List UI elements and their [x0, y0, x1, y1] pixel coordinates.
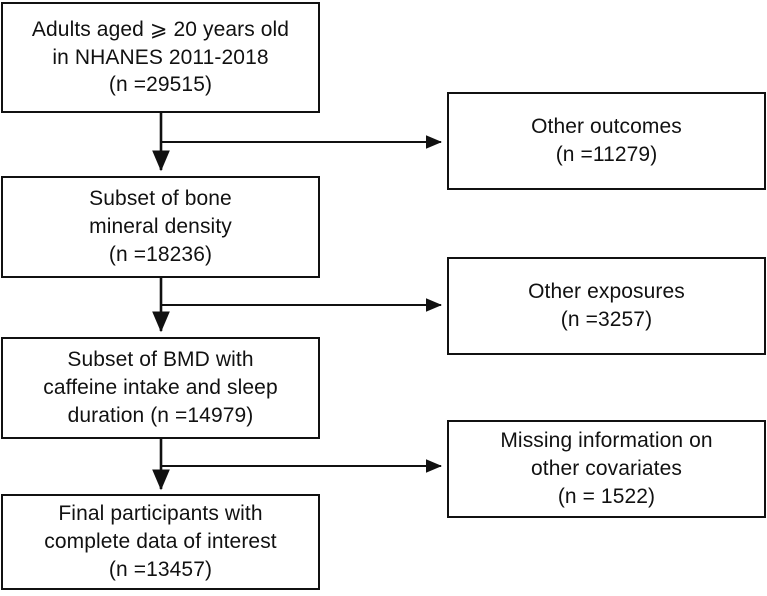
node-subset-bone-mineral-density: Subset of bone mineral density (n =18236… — [1, 176, 320, 278]
node-subset-bmd-caffeine-sleep: Subset of BMD with caffeine intake and s… — [1, 337, 320, 439]
node-label: Other exposures (n =3257) — [528, 280, 685, 331]
node-label: Subset of BMD with caffeine intake and s… — [43, 348, 278, 427]
node-missing-information-covariates: Missing information on other covariates … — [447, 420, 766, 518]
node-label: Adults aged ⩾ 20 years old in NHANES 201… — [31, 17, 290, 97]
node-adults-aged-20-nhanes: Adults aged ⩾ 20 years old in NHANES 201… — [1, 2, 320, 113]
node-label: Subset of bone mineral density (n =18236… — [89, 187, 232, 266]
node-label: Final participants with complete data of… — [44, 502, 277, 581]
node-other-exposures: Other exposures (n =3257) — [447, 257, 766, 355]
node-label: Other outcomes (n =11279) — [531, 115, 682, 166]
node-final-participants: Final participants with complete data of… — [1, 494, 320, 590]
node-label: Missing information on other covariates … — [500, 429, 713, 508]
node-other-outcomes: Other outcomes (n =11279) — [447, 92, 766, 190]
